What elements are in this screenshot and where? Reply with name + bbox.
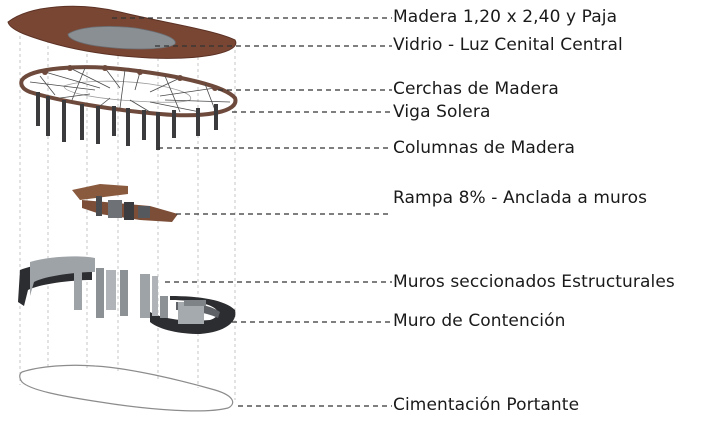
label-wood-trusses: Cerchas de Madera bbox=[393, 79, 559, 99]
label-ramp: Rampa 8% - Anclada a muros bbox=[393, 188, 648, 208]
structural-walls bbox=[74, 266, 206, 324]
truss-nodes bbox=[42, 65, 218, 91]
label-retaining-wall: Muro de Contención bbox=[393, 311, 566, 331]
truss-layer bbox=[19, 65, 238, 118]
truss-lines bbox=[29, 67, 231, 113]
label-ring-beam: Viga Solera bbox=[393, 102, 491, 122]
roof-glass bbox=[67, 26, 176, 50]
walls-layer bbox=[18, 256, 236, 334]
foundation-outline bbox=[19, 364, 234, 412]
ramp-layer bbox=[72, 184, 178, 222]
label-roof: Madera 1,20 x 2,40 y Paja bbox=[393, 7, 618, 27]
roof-layer bbox=[7, 5, 237, 59]
leader-lines bbox=[112, 17, 392, 407]
columns bbox=[36, 92, 218, 150]
label-structural-walls: Muros seccionados Estructurales bbox=[393, 272, 675, 292]
label-foundation: Cimentación Portante bbox=[393, 395, 580, 415]
label-glass-skylight: Vidrio - Luz Cenital Central bbox=[393, 35, 623, 55]
label-wood-columns: Columnas de Madera bbox=[393, 138, 575, 158]
